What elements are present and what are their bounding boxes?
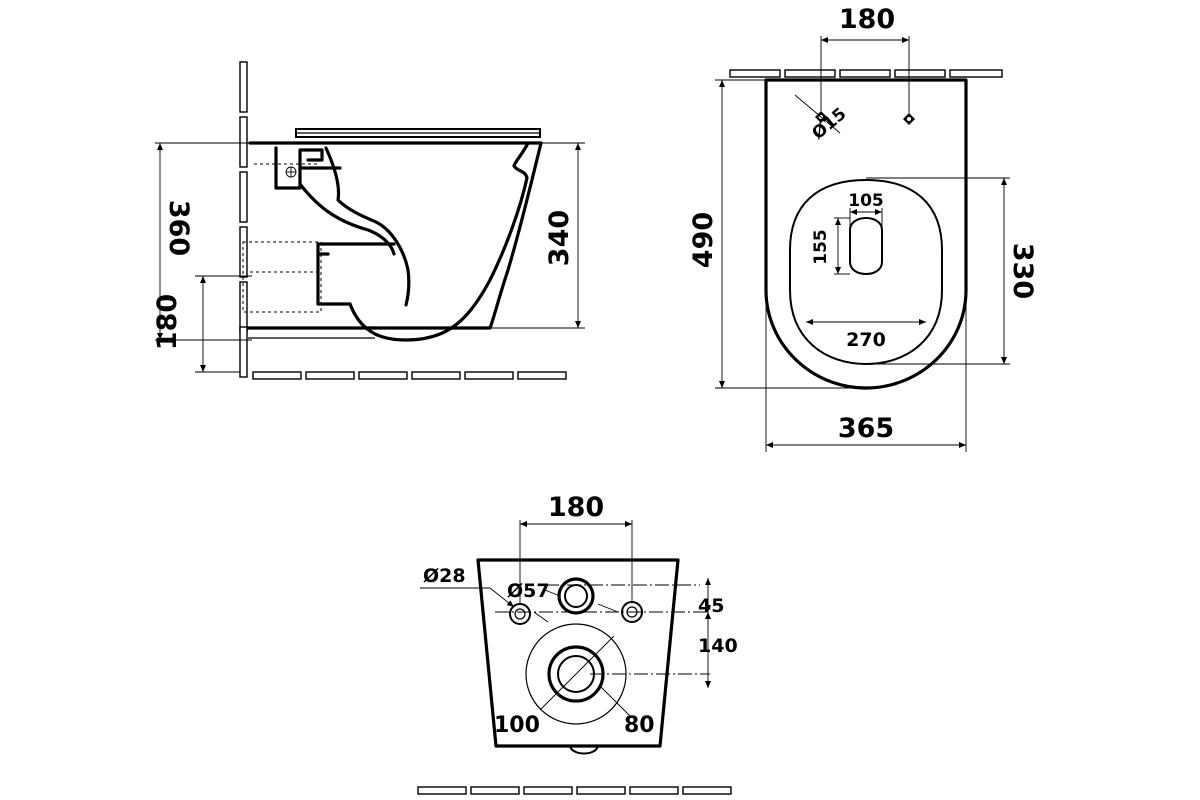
- dim-bowl-length-label: 330: [1007, 243, 1038, 299]
- dim-depth: 490: [688, 79, 866, 389]
- dim-offset-large: 140: [698, 612, 738, 688]
- dim-outlet-height-label: 180: [152, 294, 183, 350]
- dim-outlet-outer-label: 100: [494, 713, 540, 738]
- top-view: 180 Ø15 490 365 330 270: [688, 4, 1038, 452]
- dim-bolt-hole-label: Ø28: [423, 565, 466, 587]
- dim-width-label: 365: [838, 413, 894, 444]
- dim-inlet-hole-label: Ø57: [507, 580, 550, 602]
- floor-tiles-back: [417, 786, 732, 795]
- dim-fixing-spacing-label: 180: [839, 4, 895, 35]
- dim-outlet-width-label: 105: [848, 191, 884, 211]
- dim-bolt-spacing-label: 180: [548, 492, 604, 523]
- dim-total-height-label: 360: [163, 200, 194, 256]
- fixing-hole-right: [903, 113, 915, 125]
- dim-fixing-spacing: 180: [820, 4, 910, 113]
- side-view: 360 180 340: [152, 61, 585, 380]
- dim-outlet-diameters: 100 80: [494, 635, 655, 738]
- dim-depth-label: 490: [688, 212, 719, 268]
- back-outline: [476, 558, 680, 748]
- seat-lid: [295, 128, 541, 138]
- dim-outlet-length: 155: [811, 217, 850, 275]
- dim-outlet-length-label: 155: [811, 229, 831, 265]
- toilet-bowl-profile: [242, 141, 543, 342]
- wall-tiles-top: [729, 69, 1003, 78]
- dim-offset-large-label: 140: [698, 635, 738, 657]
- dim-bowl-length: 330: [866, 177, 1038, 365]
- dim-outlet-height: 180: [152, 275, 252, 373]
- top-outline: [764, 78, 968, 390]
- back-view: 180 Ø28 Ø57 45 140 100 8: [417, 492, 738, 795]
- dim-offset-small-label: 45: [698, 595, 724, 617]
- bolt-hole-left: [509, 603, 531, 625]
- dim-offset-small: 45: [698, 578, 724, 617]
- dim-bowl-height: 340: [490, 142, 585, 329]
- dim-bolt-hole: Ø28: [420, 565, 515, 608]
- dim-fixing-hole-label: Ø15: [808, 104, 850, 144]
- outlet-hole: [849, 216, 883, 276]
- dim-bowl-width-label: 270: [846, 329, 886, 351]
- inlet-hole: [557, 577, 595, 615]
- dim-width: 365: [765, 300, 967, 452]
- dim-bowl-height-label: 340: [544, 210, 575, 266]
- dim-outlet-inner-label: 80: [624, 713, 655, 738]
- dim-inlet-hole: Ø57: [507, 580, 561, 602]
- floor-tiles-side: [252, 371, 567, 380]
- dim-bolt-spacing: 180: [519, 492, 633, 604]
- dim-bowl-width: 270: [806, 319, 926, 351]
- wall-tiles-vertical: [239, 61, 248, 378]
